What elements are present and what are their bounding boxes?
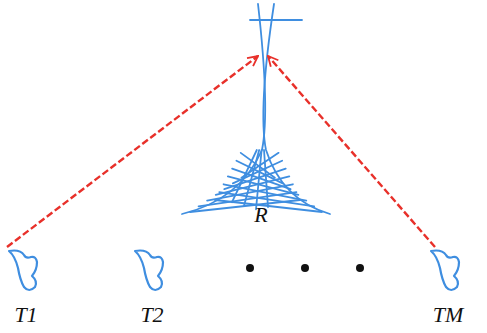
- transmitter-symbol: [431, 251, 459, 291]
- caustic-rays: [182, 4, 330, 214]
- transmitter-symbol: [135, 251, 163, 291]
- transmitter-outline: [431, 251, 459, 291]
- caustic-ray: [250, 19, 302, 21]
- caustic-ray: [256, 150, 262, 209]
- ellipsis-dots: [246, 264, 364, 272]
- signal-path-arrow: [7, 56, 258, 247]
- receiver-region: R: [193, 55, 329, 227]
- transmitter-label: T1: [1, 302, 51, 327]
- transmitter-node: T1: [1, 247, 51, 327]
- caustic-ray: [232, 150, 257, 202]
- signal-path-arrow: [268, 56, 435, 247]
- dot: [301, 264, 309, 272]
- region-label: R: [193, 202, 329, 227]
- transmitter-label: TM: [423, 302, 473, 327]
- transmitter-node: TM: [423, 247, 473, 327]
- dot: [246, 264, 254, 272]
- transmitter-node: T2: [127, 247, 177, 327]
- caustic-ray: [224, 169, 285, 190]
- transmitter-label: T2: [127, 302, 177, 327]
- transmitter-outline: [135, 251, 163, 291]
- transmitter-outline: [9, 251, 37, 291]
- dot: [356, 264, 364, 272]
- transmitter-symbol: [9, 251, 37, 291]
- caustic-ray: [264, 150, 268, 207]
